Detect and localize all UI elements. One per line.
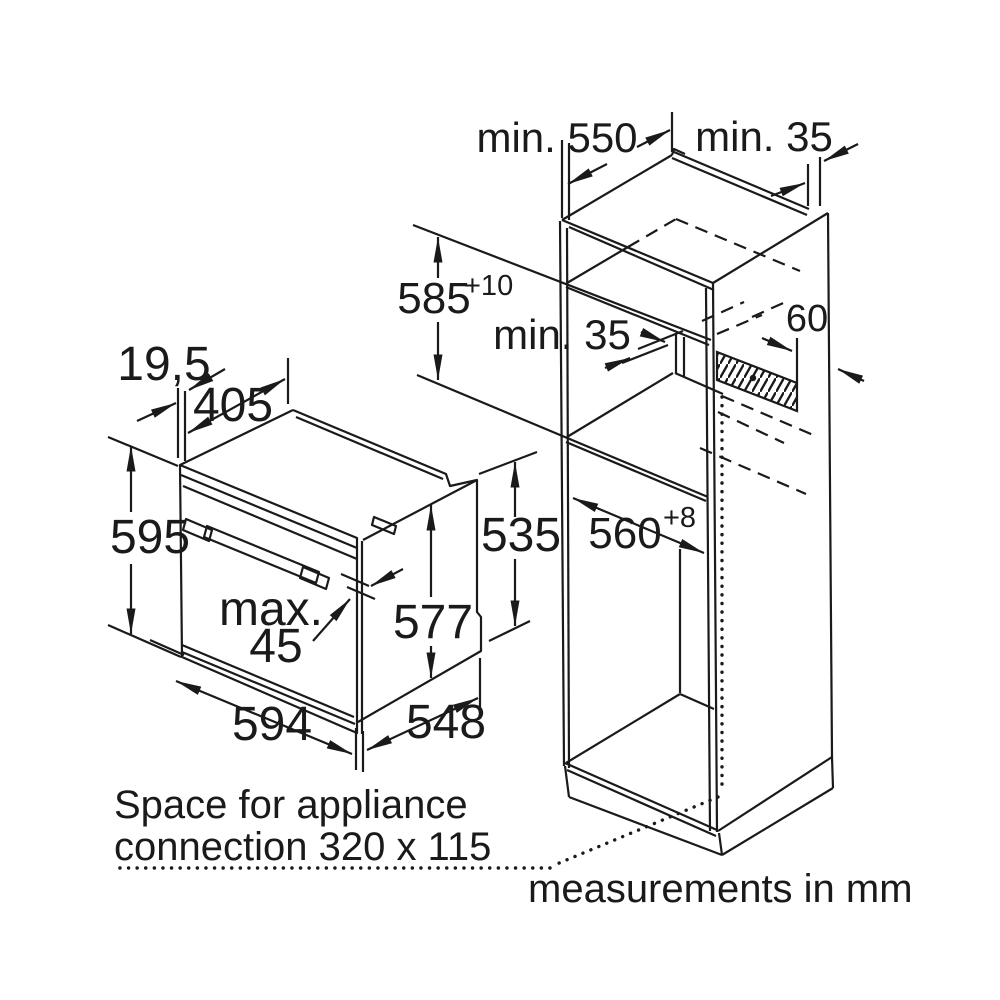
dim-cabinet-top-rear-gap: min. 35 xyxy=(695,113,859,206)
dim-cabinet-vent-depth: 60 xyxy=(761,298,865,384)
oven-body-height-label: 577 xyxy=(393,596,473,649)
dim-oven-rear-height: 535 xyxy=(478,450,561,642)
oven-handle-max-label: max. xyxy=(219,583,323,636)
dim-oven-top-depth: 405 xyxy=(187,358,290,434)
cabinet-min-depth-label: min. 550 xyxy=(476,114,637,161)
vent-cutout-hatch xyxy=(715,350,799,413)
dim-oven-body-height: 577 xyxy=(393,505,473,678)
dim-oven-body-depth: 548 xyxy=(366,658,486,751)
dim-oven-handle-protrusion: max. 45 xyxy=(219,568,404,673)
dim-oven-front-width: 594 xyxy=(149,638,365,772)
cabinet-niche-height-label: 585 xyxy=(397,274,470,323)
oven-rear-height-label: 535 xyxy=(481,509,561,562)
oven-side-face xyxy=(357,478,483,723)
connection-space-locator xyxy=(116,395,724,870)
cabinet-niche-width-label: 560 xyxy=(588,509,661,558)
oven-front-width-label: 594 xyxy=(232,698,312,751)
oven-side-vent-slot xyxy=(370,515,398,536)
oven-front-height-label: 595 xyxy=(110,511,190,564)
oven-drawing xyxy=(178,408,483,735)
cabinet-niche-height-tolerance: +10 xyxy=(464,270,513,302)
connection-note-line1: Space for appliance xyxy=(114,783,468,827)
dim-oven-front-height: 595 xyxy=(107,435,190,659)
dim-cabinet-shelf-rear-gap: min. 35 xyxy=(493,311,684,372)
dim-cabinet-niche-height: 585 +10 xyxy=(397,237,513,380)
cabinet-plinth xyxy=(563,756,835,857)
dim-cabinet-min-depth: min. 550 xyxy=(476,112,674,220)
units-note: measurements in mm xyxy=(528,867,913,911)
oven-top-depth-label: 405 xyxy=(193,379,273,432)
cabinet-top-rear-gap-label: min. 35 xyxy=(695,113,833,160)
cabinet-niche-width-tolerance: +8 xyxy=(663,502,696,534)
oven-door-handle xyxy=(181,517,331,591)
dim-cabinet-niche-width: 560 +8 xyxy=(572,496,705,558)
oven-body-depth-label: 548 xyxy=(406,696,486,749)
connection-note-line2: connection 320 x 115 xyxy=(114,825,491,869)
oven-handle-max-value: 45 xyxy=(249,620,302,673)
cabinet-vent-depth-label: 60 xyxy=(786,298,828,340)
cabinet-shelf-rear-gap-label: min. 35 xyxy=(493,311,631,358)
